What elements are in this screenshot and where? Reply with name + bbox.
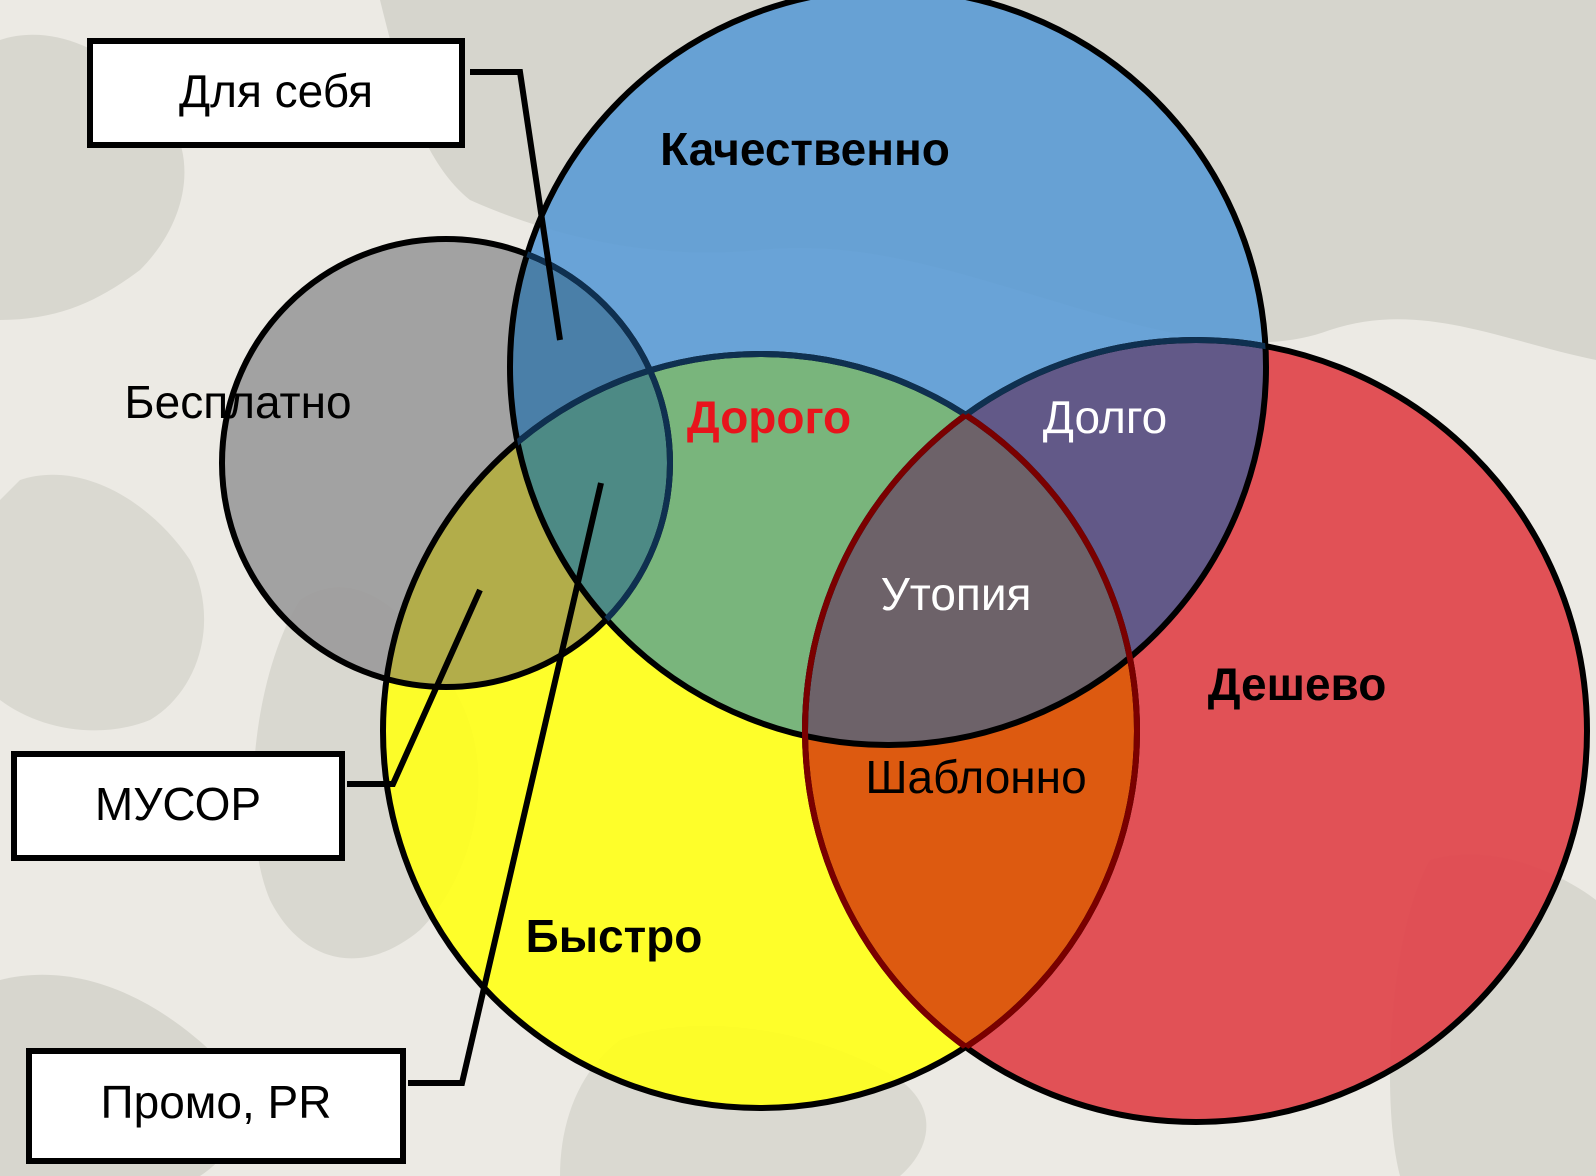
free-label: Бесплатно: [124, 376, 351, 428]
template-label: Шаблонно: [865, 751, 1086, 803]
garbage-label: МУСОР: [95, 778, 261, 830]
cheap-label: Дешево: [1208, 658, 1387, 710]
fast-label: Быстро: [526, 910, 703, 962]
long-label: Долго: [1043, 391, 1167, 443]
quality-label: Качественно: [660, 123, 950, 175]
for-self-box: [87, 38, 465, 148]
for-self-label: Для себя: [179, 65, 373, 117]
connector-garbage: [347, 588, 483, 787]
promo-label: Промо, PR: [101, 1076, 332, 1128]
connector-promo: [408, 482, 604, 1086]
quality-circle-outline: [507, 0, 1269, 748]
overlap-quality-fast-cheap: [805, 354, 1137, 745]
expensive-label: Дорого: [687, 391, 851, 443]
garbage-box: [11, 751, 345, 861]
connector-for-self: [470, 69, 563, 341]
promo-box: [26, 1048, 406, 1164]
utopia-label: Утопия: [881, 568, 1032, 620]
